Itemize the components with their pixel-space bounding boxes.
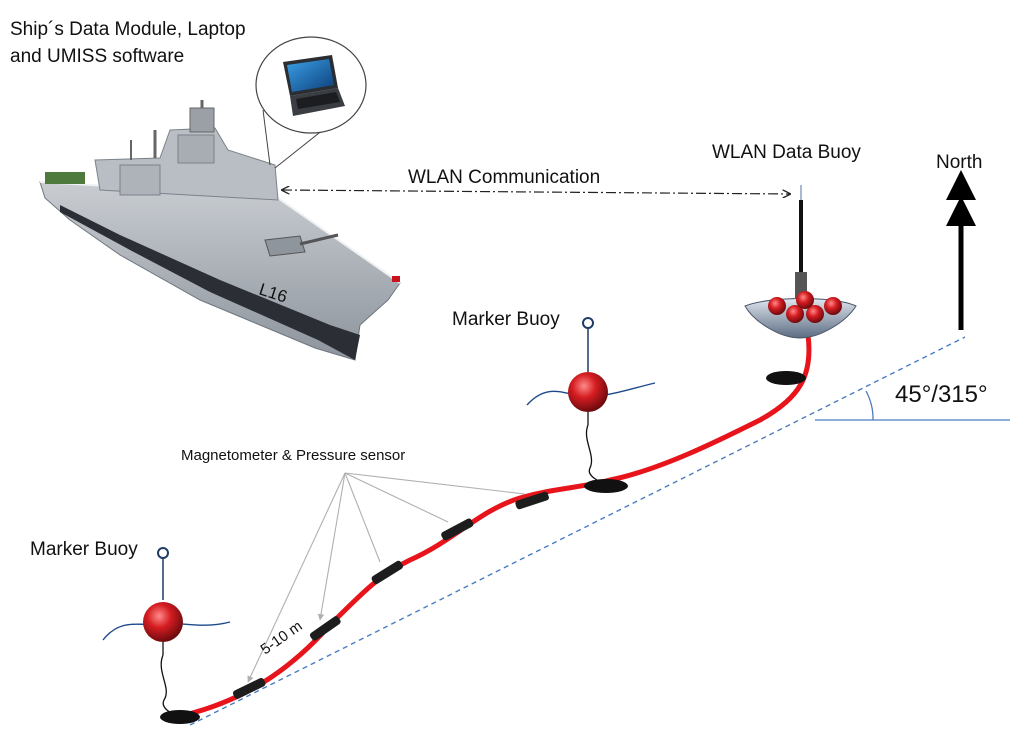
anchor-weight-middle [584,479,628,493]
anchor-weight-upper [766,371,806,385]
wlan-communication-label: WLAN Communication [408,167,600,188]
north-label: North [936,152,982,173]
bearing-angle-label: 45°/315° [895,381,988,408]
marker-buoy-upper-label: Marker Buoy [452,309,560,330]
marker-buoy-lower-label: Marker Buoy [30,539,138,560]
wlan-communication-link [282,190,790,194]
sensor-unit [515,491,549,510]
angle-arc [865,390,874,421]
bearing-reference [189,336,1010,726]
sensor-unit [371,560,403,585]
anchor-weight-lower [160,710,200,724]
sensor-unit [309,616,341,641]
marker-buoy-upper-icon [526,317,656,485]
sensor-spacing-label: 5-10 m [258,618,306,659]
sensor-cable [182,332,812,718]
sensor-unit [441,518,474,541]
wlan-data-buoy-label: WLAN Data Buoy [712,142,861,163]
sensor-label: Magnetometer & Pressure sensor [181,447,405,464]
laptop-callout [255,36,367,169]
wlan-data-buoy-icon [744,185,857,339]
ship-label-line1: Ship´s Data Module, Laptop [10,19,246,40]
marker-buoy-lower-icon [102,547,231,717]
ship-label-line2: and UMISS software [10,46,184,67]
reference-dashed-line [189,336,966,726]
sensor-unit [232,677,266,699]
sensor-pointer-lines [247,472,526,683]
laptop-icon [283,55,345,116]
frigate-ship-illustration: L16 [39,100,401,361]
north-arrow-icon [946,170,976,330]
sensor-units [232,491,549,699]
